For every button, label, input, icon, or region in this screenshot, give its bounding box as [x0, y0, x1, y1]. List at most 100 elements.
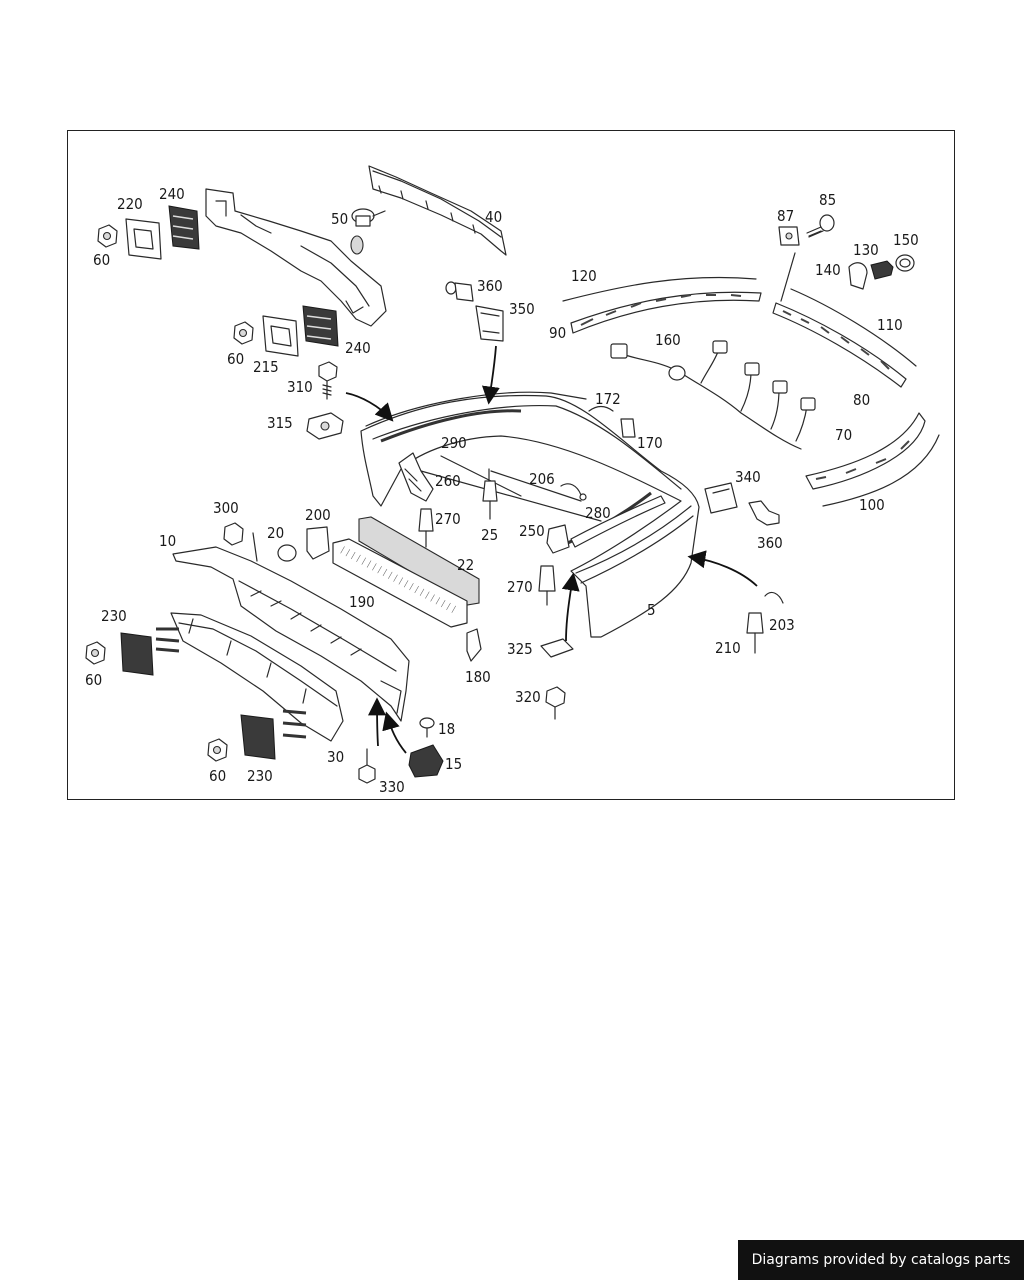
callout-360-a: 360 [477, 277, 503, 295]
part-330-bolt [358, 748, 376, 784]
callout-130: 130 [853, 241, 879, 259]
callout-87: 87 [777, 207, 794, 225]
callout-240-a: 240 [159, 185, 185, 203]
part-280-seal [570, 495, 666, 548]
part-80-strip [772, 302, 907, 388]
part-230-plate-a [120, 627, 180, 676]
part-340-bracket [704, 482, 738, 514]
part-100-strip [822, 434, 940, 507]
part-60-nut-c [85, 641, 106, 665]
callout-320: 320 [515, 688, 541, 706]
part-203-clip [764, 591, 784, 604]
credit-text: Diagrams provided by catalogs parts [751, 1252, 1011, 1268]
part-360-clip-lower [748, 500, 780, 526]
part-60-nut-d [207, 738, 228, 762]
part-360-clip-upper [445, 281, 474, 302]
callout-260: 260 [435, 472, 461, 490]
part-310-screw [318, 361, 338, 400]
callout-60-c: 60 [85, 671, 102, 689]
callout-270-a: 270 [435, 510, 461, 528]
callout-5: 5 [647, 601, 656, 619]
part-number-labels: 5 10 15 18 20 22 25 30 40 50 60 60 60 60… [85, 185, 919, 796]
callout-340: 340 [735, 468, 761, 486]
callout-90: 90 [549, 324, 566, 342]
callout-330: 330 [379, 778, 405, 796]
part-180-clip [466, 628, 482, 662]
callout-325: 325 [507, 640, 533, 658]
part-20-plug [277, 544, 297, 562]
part-190-absorber [332, 538, 468, 628]
callout-290: 290 [441, 434, 467, 452]
callout-300: 300 [213, 499, 239, 517]
callout-50: 50 [331, 210, 348, 228]
callout-140: 140 [815, 261, 841, 279]
callout-60-a: 60 [93, 251, 110, 269]
callout-60-b: 60 [227, 350, 244, 368]
leader-lines [252, 210, 822, 562]
callout-80: 80 [853, 391, 870, 409]
part-50-nut [351, 208, 375, 227]
callout-215: 215 [253, 358, 279, 376]
callout-85: 85 [819, 191, 836, 209]
part-215-plate [262, 315, 299, 357]
callout-40: 40 [485, 208, 502, 226]
bumper-exploded-diagram: 5 10 15 18 20 22 25 30 40 50 60 60 60 60… [85, 165, 940, 796]
callout-18: 18 [438, 720, 455, 738]
credit-badge: Diagrams provided by catalogs parts [738, 1240, 1024, 1280]
callout-280: 280 [585, 504, 611, 522]
callout-350: 350 [509, 300, 535, 318]
parts-diagram-frame: 5 10 15 18 20 22 25 30 40 50 60 60 60 60… [67, 130, 955, 800]
callout-15: 15 [445, 755, 462, 773]
callout-360-b: 360 [757, 534, 783, 552]
part-110-strip [790, 288, 917, 367]
part-260-bracket [398, 452, 434, 502]
part-160-harness [610, 340, 816, 450]
part-85-screw [806, 214, 835, 238]
part-60-nut-b [233, 321, 254, 345]
callout-190: 190 [349, 593, 375, 611]
callout-170: 170 [637, 434, 663, 452]
part-90-trim [570, 291, 762, 334]
callout-230-a: 230 [101, 607, 127, 625]
part-25-pin [482, 480, 498, 520]
part-325-clip [540, 638, 574, 658]
callout-203: 203 [769, 616, 795, 634]
callout-172: 172 [595, 390, 621, 408]
part-18-clip [419, 717, 435, 738]
callout-180: 180 [465, 668, 491, 686]
callout-200: 200 [305, 506, 331, 524]
part-300-nut [223, 522, 244, 546]
part-140-clip [848, 262, 868, 290]
callout-100: 100 [859, 496, 885, 514]
part-15-tow-eye-cover [408, 744, 444, 778]
part-40-absorber [368, 165, 507, 256]
part-5-bumper-cover [360, 391, 700, 638]
callout-110: 110 [877, 316, 903, 334]
part-30-beam [170, 612, 344, 742]
part-170-clip [620, 418, 636, 438]
callout-210: 210 [715, 639, 741, 657]
part-240-plate-lower [302, 305, 339, 347]
part-120-trim [562, 276, 757, 302]
part-230-plate-b [240, 709, 307, 760]
callout-20: 20 [267, 524, 284, 542]
part-22-foam [358, 516, 480, 606]
part-350-bracket [475, 305, 504, 342]
callout-22: 22 [457, 556, 474, 574]
callout-25: 25 [481, 526, 498, 544]
part-210-pin [746, 612, 764, 654]
callout-230-b: 230 [247, 767, 273, 785]
part-172-wire [588, 405, 614, 412]
callout-10: 10 [159, 532, 176, 550]
part-270-pin-a [418, 508, 434, 548]
callout-220: 220 [117, 195, 143, 213]
part-60-nut-a [97, 224, 118, 248]
callout-30: 30 [327, 748, 344, 766]
callout-250: 250 [519, 522, 545, 540]
callout-270-b: 270 [507, 578, 533, 596]
part-270-pin-b [538, 565, 556, 606]
part-150-ring [895, 254, 915, 272]
part-240-plate-upper [168, 205, 200, 250]
part-200-bracket [306, 526, 330, 560]
part-320-screw [545, 686, 566, 720]
